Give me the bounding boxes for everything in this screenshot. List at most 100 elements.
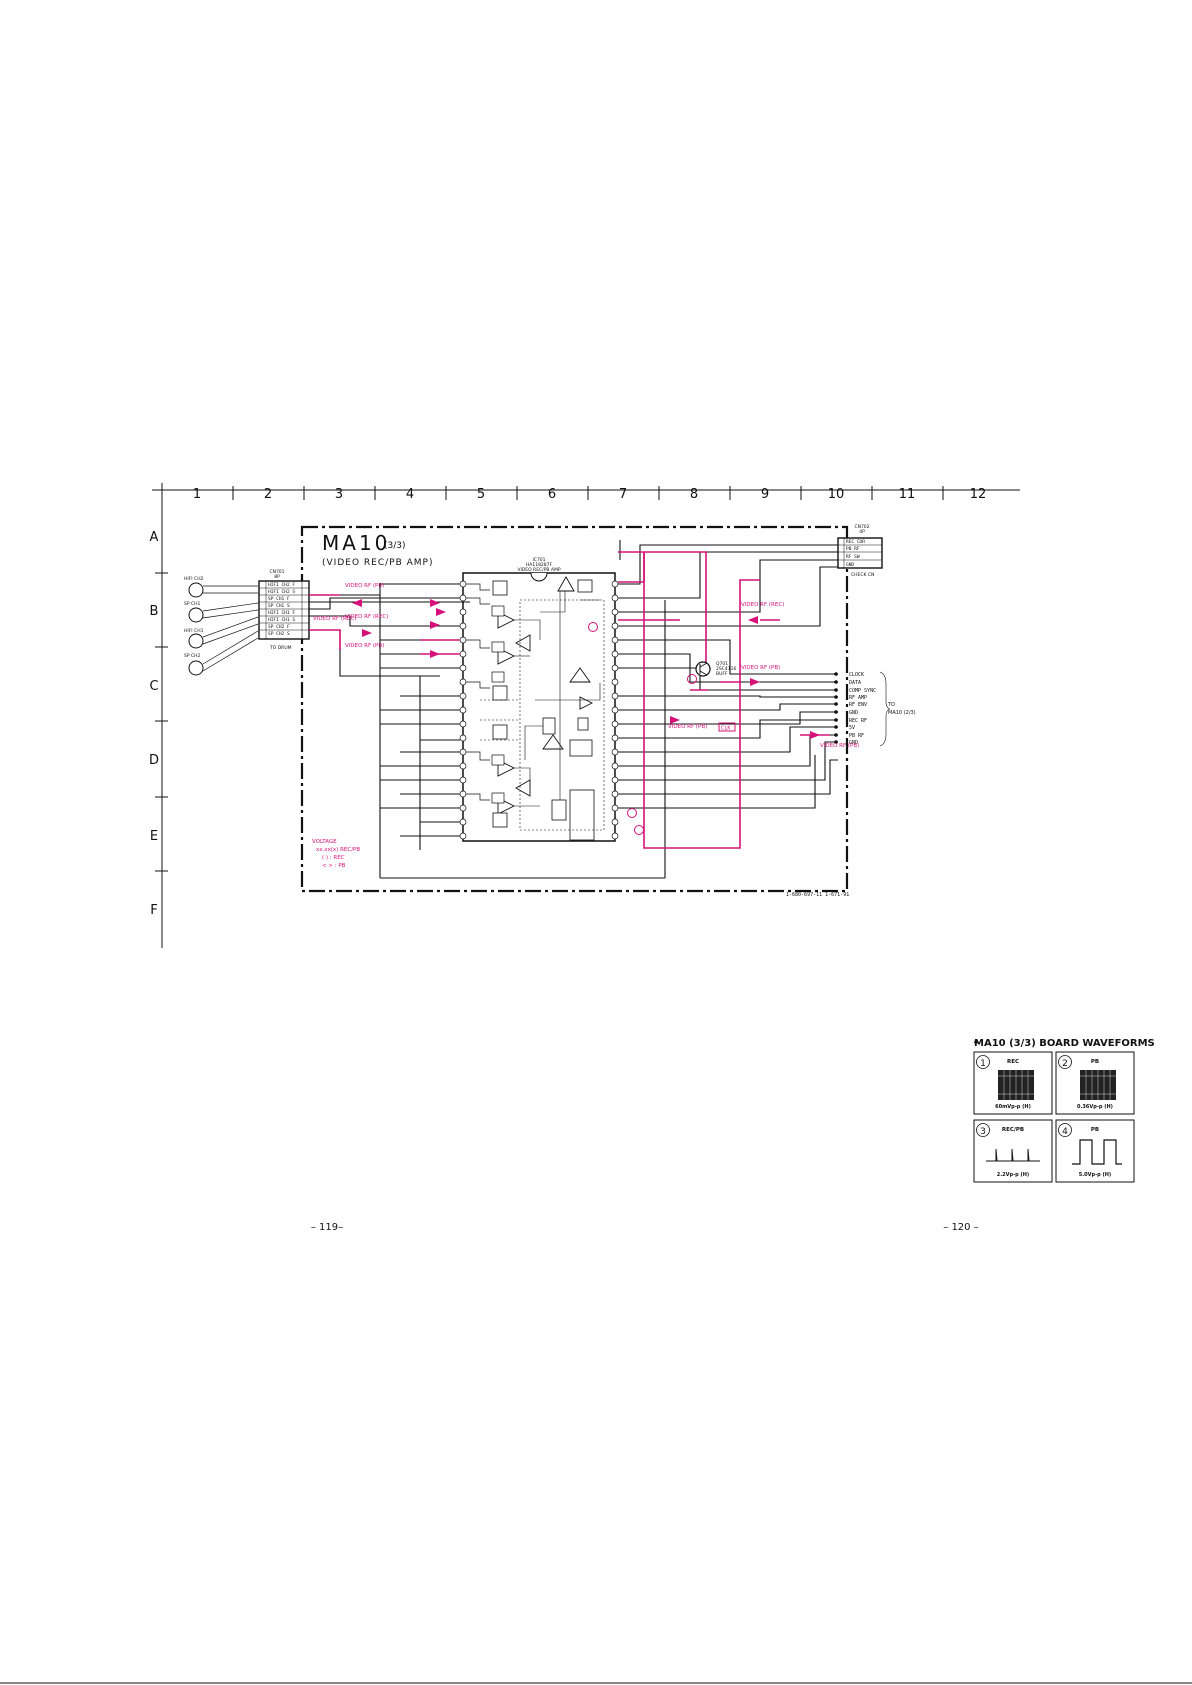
svg-text:PB: PB <box>1091 1127 1099 1133</box>
svg-text:GND: GND <box>849 740 858 746</box>
board-title: MA10 (3/3) (VIDEO REC/PB AMP) 1-680-697-… <box>322 531 849 898</box>
svg-text:CLOCK: CLOCK <box>849 672 864 678</box>
board-name: MA10 <box>322 531 390 555</box>
board-outline <box>300 525 849 893</box>
svg-text:VIDEO RF (PB): VIDEO RF (PB) <box>345 583 384 589</box>
svg-text:GND: GND <box>846 562 854 568</box>
svg-text:Q701: Q701 <box>716 661 728 667</box>
row-label-d: D <box>149 753 159 768</box>
svg-text:4P: 4P <box>859 529 865 535</box>
grid-frame: 1 2 3 4 5 6 7 8 9 10 11 12 A B C D E F <box>149 483 1020 948</box>
svg-text:PB RF: PB RF <box>849 733 864 739</box>
svg-text:8P: 8P <box>274 574 280 580</box>
svg-text:RF SW: RF SW <box>846 554 860 560</box>
svg-text:TO DRUM: TO DRUM <box>269 645 292 651</box>
board-subtitle: (VIDEO REC/PB AMP) <box>322 558 433 568</box>
col-label-5: 5 <box>477 487 485 502</box>
waveform-2: 2 PB 0.36Vp-p (H) <box>1055 1051 1135 1115</box>
svg-text:HIFI CH1 F: HIFI CH1 F <box>268 610 295 616</box>
page-number-right: – 120 – <box>943 1222 978 1233</box>
svg-text:60mVp-p (H): 60mVp-p (H) <box>995 1104 1031 1110</box>
col-label-9: 9 <box>761 487 769 502</box>
svg-text:CLK: CLK <box>721 726 731 732</box>
svg-text:HA118287F: HA118287F <box>526 562 553 568</box>
svg-text:VIDEO RF (PB): VIDEO RF (PB) <box>741 665 780 671</box>
row-label-f: F <box>150 903 157 918</box>
svg-text:SP CH1 F: SP CH1 F <box>268 596 290 602</box>
svg-text:VIDEO RF (PB): VIDEO RF (PB) <box>820 743 859 749</box>
col-label-11: 11 <box>899 487 916 502</box>
svg-text:PB: PB <box>1091 1059 1099 1065</box>
col-label-12: 12 <box>970 487 987 502</box>
waveforms-panel: MA10 (3/3) BOARD WAVEFORMS 1 REC 60mVp-p… <box>973 1038 1155 1183</box>
svg-text:RF ENV: RF ENV <box>849 702 867 708</box>
svg-text:VIDEO RF (PB): VIDEO RF (PB) <box>345 643 384 649</box>
board-part: (3/3) <box>384 541 406 551</box>
row-label-c: C <box>149 679 158 694</box>
svg-text:( ) : REC: ( ) : REC <box>322 855 345 861</box>
svg-text:HIFI CH1: HIFI CH1 <box>184 628 204 634</box>
col-label-8: 8 <box>690 487 698 502</box>
svg-text:HIFI CH1 S: HIFI CH1 S <box>268 617 295 623</box>
svg-text:SP CH2: SP CH2 <box>184 653 201 659</box>
signal-arrows <box>352 599 820 739</box>
svg-text:VIDEO RF (REC): VIDEO RF (REC) <box>313 616 356 622</box>
svg-text:VIDEO REC/PB AMP: VIDEO REC/PB AMP <box>517 567 561 573</box>
svg-text:CN702: CN702 <box>854 524 869 530</box>
svg-text:2: 2 <box>1062 1059 1068 1069</box>
waveform-3: 3 REC/PB 2.2Vp-p (H) <box>973 1119 1053 1183</box>
svg-text:3: 3 <box>980 1127 986 1137</box>
voltage-note: VOLTAGE xx.xx(x) REC/PB ( ) : REC < > : … <box>312 839 360 869</box>
col-label-3: 3 <box>335 487 343 502</box>
svg-text:HIFI CH2 S: HIFI CH2 S <box>268 589 295 595</box>
svg-text:REC CUR: REC CUR <box>846 539 865 545</box>
connector-cn702: CN702 4P REC CUR PB RF RF SW GND CHECK C… <box>837 524 883 578</box>
svg-text:VIDEO RF (REC): VIDEO RF (REC) <box>345 614 388 620</box>
col-label-1: 1 <box>193 487 201 502</box>
ic701: IC701 HA118287F VIDEO REC/PB AMP <box>462 557 616 842</box>
signal-labels: VIDEO RF (PB) VIDEO RF (REC) VIDEO RF (R… <box>313 583 859 749</box>
ic701-pins <box>459 580 619 840</box>
output-bus: CLOCK DATA COMP SYNC RF AMP RF ENV GND R… <box>834 671 916 747</box>
col-label-4: 4 <box>406 487 414 502</box>
svg-text:1: 1 <box>980 1059 986 1069</box>
transistor-q701: Q701 2SC4116 BUFF <box>695 661 736 677</box>
connector-cn701: CN701 8P HIFI CH2 F HIFI CH2 S SP CH1 F … <box>258 569 310 651</box>
svg-text:CHECK CN: CHECK CN <box>851 572 874 578</box>
svg-text:VOLTAGE: VOLTAGE <box>312 839 337 845</box>
waveforms-title: MA10 (3/3) BOARD WAVEFORMS <box>974 1038 1155 1049</box>
svg-text:HIFI CH2: HIFI CH2 <box>184 576 204 582</box>
head-sp-ch2: SP CH2 <box>184 630 259 676</box>
svg-text:5V: 5V <box>849 725 855 731</box>
col-label-7: 7 <box>619 487 627 502</box>
svg-text:REC/PB: REC/PB <box>1002 1127 1024 1133</box>
svg-text:TO: TO <box>887 702 895 708</box>
page-number-left: – 119– <box>311 1222 343 1233</box>
svg-text:VIDEO RF (PB): VIDEO RF (PB) <box>668 724 707 730</box>
board-code: 1-680-697-11 1-671-91 <box>786 892 849 898</box>
head-hifi-ch1: HIFI CH1 <box>184 616 259 649</box>
svg-text:SP CH2 S: SP CH2 S <box>268 631 290 637</box>
svg-text:COMP SYNC: COMP SYNC <box>849 688 876 694</box>
svg-text:SP CH1: SP CH1 <box>184 601 201 607</box>
svg-text:RF AMP: RF AMP <box>849 695 867 701</box>
row-label-a: A <box>150 530 159 545</box>
left-switch-column <box>466 583 505 804</box>
signal-paths <box>309 551 830 849</box>
svg-text:IC701: IC701 <box>532 557 545 563</box>
svg-text:VIDEO RF (REC): VIDEO RF (REC) <box>741 602 784 608</box>
svg-text:MA10 (2/3): MA10 (2/3) <box>888 710 916 716</box>
svg-text:SP CH2 F: SP CH2 F <box>268 624 290 630</box>
head-sp-ch1: SP CH1 <box>184 601 259 623</box>
svg-text:2SC4116: 2SC4116 <box>716 666 736 672</box>
svg-text:REC: REC <box>1007 1059 1019 1065</box>
waveform-1: 1 REC 60mVp-p (H) <box>973 1051 1053 1115</box>
svg-text:PB RF: PB RF <box>846 546 860 552</box>
svg-text:4: 4 <box>1062 1127 1068 1137</box>
row-label-e: E <box>150 829 158 844</box>
svg-text:< > : PB: < > : PB <box>322 863 346 869</box>
head-hifi-ch2: HIFI CH2 <box>184 576 258 598</box>
svg-text:HIFI CH2 F: HIFI CH2 F <box>268 582 295 588</box>
svg-text:5.0Vp-p (H): 5.0Vp-p (H) <box>1079 1172 1111 1178</box>
